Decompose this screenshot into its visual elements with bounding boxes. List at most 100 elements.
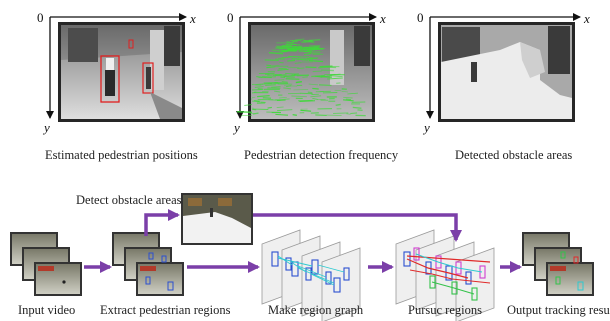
detection-streak [328, 73, 341, 76]
x-axis-label-1: x [190, 11, 196, 26]
detection-streak [318, 84, 332, 87]
flow-arrows [84, 209, 522, 273]
detection-streak [250, 98, 253, 100]
detection-streak [343, 96, 353, 99]
detection-streak [271, 86, 281, 88]
detection-streak [251, 107, 254, 109]
detection-streak [300, 109, 312, 112]
arrow-obstacle-to-pursue [253, 213, 462, 242]
detection-streak [281, 56, 291, 59]
axes-panel-2 [236, 13, 377, 119]
obstacle-areas-image [438, 22, 575, 122]
y-axis-label-3: y [424, 120, 430, 135]
axes-panel-3 [426, 13, 581, 119]
detection-streak [296, 74, 310, 77]
detection-streak [300, 41, 307, 43]
detection-streak [299, 48, 312, 51]
origin-label-3: 0 [417, 10, 424, 25]
detection-streak [312, 70, 322, 73]
detection-streak [305, 66, 317, 69]
detection-streak [333, 112, 349, 114]
detection-streak [276, 106, 284, 108]
detection-streak [286, 85, 292, 87]
detection-streak [256, 76, 263, 78]
output-frames [522, 232, 594, 296]
detection-streak [287, 48, 297, 51]
origin-label-1: 0 [37, 10, 44, 25]
label-pursue-regions: Pursuc regions [408, 303, 482, 317]
detection-streak [345, 98, 351, 101]
label-extract-regions: Extract pedestrian regions [100, 303, 231, 317]
detection-streak [310, 95, 322, 98]
x-axis-label-2: x [380, 11, 386, 26]
detection-streak [266, 66, 276, 69]
detection-streak [297, 56, 310, 58]
detection-streak [302, 76, 308, 78]
detection-streak [244, 104, 253, 106]
detection-streak [285, 72, 296, 75]
detection-streak [294, 38, 305, 41]
extracted-regions-frames [112, 232, 184, 296]
detection-streak [318, 66, 329, 69]
detection-streak [281, 44, 289, 47]
detection-streak [251, 112, 259, 114]
detection-streak [298, 99, 313, 102]
detection-streak [268, 52, 284, 55]
label-output-results: Output tracking results [507, 303, 610, 317]
detection-streak [308, 39, 321, 41]
caption-detection-frequency: Pedestrian detection frequency [244, 148, 399, 162]
detection-streak [285, 78, 300, 80]
detection-streak [312, 87, 319, 90]
detection-streak [249, 112, 253, 115]
detection-streak [277, 109, 293, 112]
label-region-graph: Make region graph [268, 303, 364, 317]
detection-streak [352, 106, 362, 109]
detection-streak [281, 81, 288, 83]
detection-streak [265, 84, 276, 87]
detection-streak [311, 74, 325, 78]
detection-streak [308, 83, 318, 86]
y-axis-label-1: y [44, 120, 50, 135]
detection-streak [295, 81, 302, 84]
detection-streak [274, 90, 281, 93]
arrow-extract-to-obstacle [144, 209, 180, 236]
caption-estimated-positions: Estimated pedestrian positions [45, 148, 198, 162]
detection-streak [307, 91, 313, 94]
detection-streak [343, 99, 354, 102]
detection-streak [283, 75, 295, 77]
detection-streak [294, 61, 302, 65]
detection-streak [251, 91, 257, 94]
label-input-video: Input video [18, 303, 76, 317]
detection-streak [350, 112, 358, 115]
detection-streak [312, 98, 319, 100]
detection-streak [291, 95, 307, 98]
caption-obstacle-areas: Detected obstacle areas [455, 148, 573, 162]
detection-streak [253, 108, 269, 110]
detection-streak [321, 69, 334, 72]
detection-streak [257, 94, 270, 98]
detection-streak [287, 59, 296, 62]
detection-streak [347, 92, 358, 95]
detection-streak [341, 91, 349, 93]
x-axis-label-3: x [584, 11, 590, 26]
detection-streak [308, 59, 324, 63]
detection-streak [283, 87, 291, 90]
detection-streak [334, 89, 342, 92]
detection-streak [277, 68, 289, 71]
detection-frequency-image [236, 22, 375, 122]
origin-label-2: 0 [227, 10, 234, 25]
detection-streak [260, 101, 266, 104]
pursued-regions [395, 229, 495, 321]
detection-streak [300, 92, 313, 95]
detection-streak [267, 106, 272, 109]
input-video-frames [10, 232, 82, 296]
detection-streak [279, 96, 287, 99]
detection-streak [307, 49, 316, 52]
detection-streak [275, 113, 289, 116]
y-axis-label-2: y [234, 120, 240, 135]
detection-streak [310, 47, 325, 49]
detection-streak [357, 109, 363, 111]
detection-streak [292, 113, 298, 116]
obstacle-thumbnail [181, 193, 253, 245]
